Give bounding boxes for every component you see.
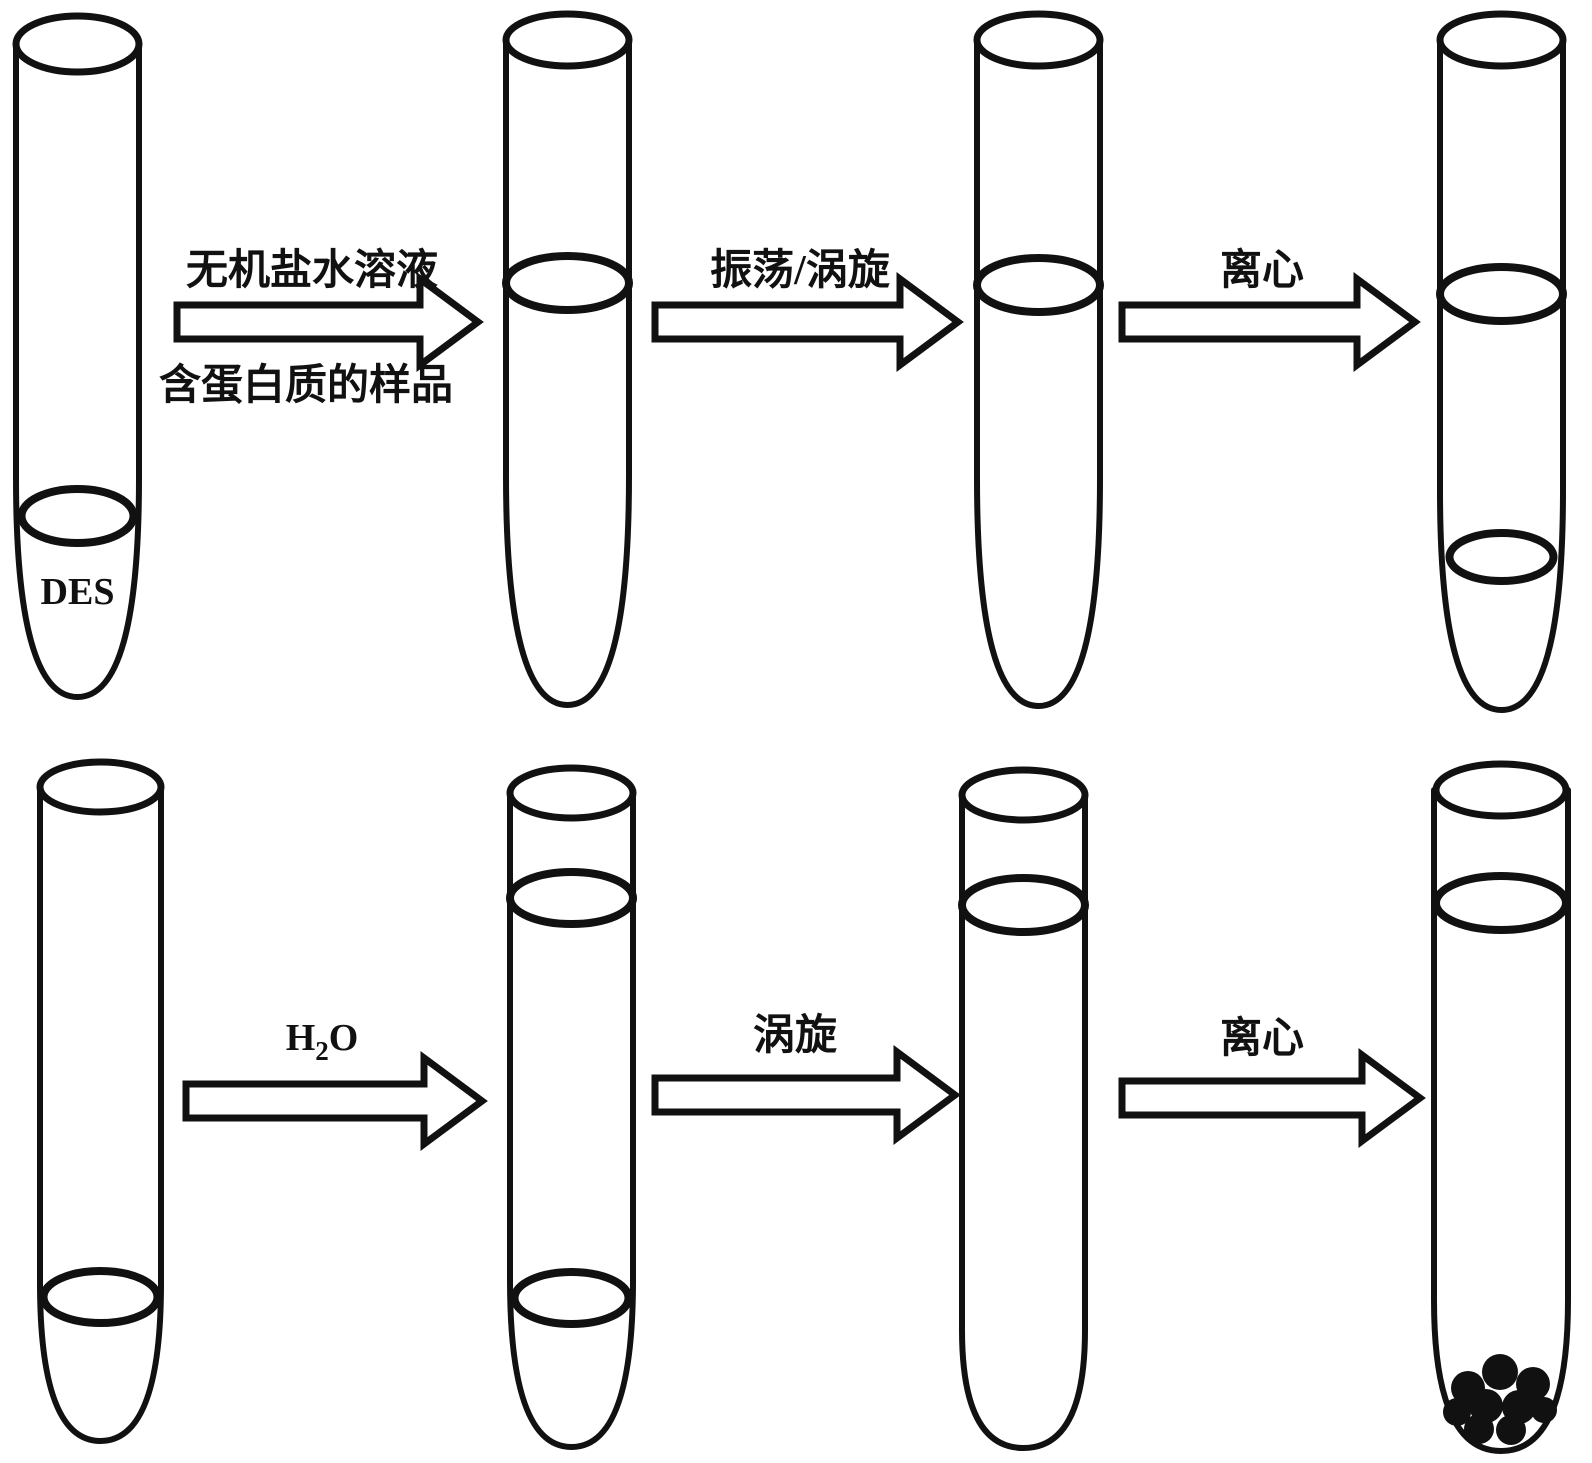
- tube-body: [507, 790, 636, 1451]
- upper-liquid-line: [1436, 263, 1567, 325]
- arrow-vortex: 涡旋: [651, 1012, 961, 1145]
- right-arrow-icon: [173, 272, 484, 372]
- tube-des: DES: [12, 12, 143, 701]
- tube-body: [503, 37, 632, 709]
- tube-body: [1437, 37, 1566, 714]
- liquid-surface-line: [958, 874, 1089, 936]
- phase-boundary-line: [1445, 529, 1558, 585]
- arrow-vortex-label: 涡旋: [753, 1012, 837, 1059]
- tube-body: [13, 41, 142, 701]
- tube-rim: [36, 758, 165, 816]
- arrow-centrifuge-2-label: 离心: [1220, 1015, 1304, 1062]
- tube-rim: [1432, 760, 1570, 820]
- liquid-surface-line: [39, 1267, 162, 1327]
- arrow-add-sample: 无机盐水溶液 含蛋白质的样品: [159, 247, 484, 409]
- liquid-surface-line: [1432, 872, 1570, 934]
- right-arrow-icon: [1118, 1048, 1426, 1148]
- arrow-centrifuge-1-label: 离心: [1220, 247, 1304, 294]
- arrow-add-sample-label-bottom: 含蛋白质的样品: [159, 362, 453, 409]
- tube-two-phases: [1436, 10, 1567, 714]
- tube-body: [959, 792, 1088, 1452]
- tube-rim: [502, 10, 633, 70]
- protein-pellet-dots: [1443, 1354, 1557, 1445]
- tube-diluted-mixed: [958, 766, 1089, 1452]
- arrow-shake-vortex-label: 振荡/涡旋: [710, 247, 890, 294]
- upper-liquid-line: [506, 868, 637, 928]
- tube-rim: [973, 10, 1104, 70]
- tube-body: [974, 37, 1103, 710]
- tube-rim: [958, 766, 1089, 824]
- liquid-surface-line: [502, 252, 633, 314]
- tube-water-added: [506, 764, 637, 1451]
- arrow-shake-vortex: 振荡/涡旋: [651, 247, 964, 372]
- arrow-add-water: H2O: [182, 1017, 488, 1151]
- tube-body: [37, 784, 164, 1445]
- tube-protein-pellet: [1431, 760, 1571, 1455]
- des-label: DES: [41, 571, 115, 613]
- tube-des-phase: [36, 758, 165, 1445]
- phase-boundary-line: [510, 1268, 633, 1328]
- tube-sample-added: [502, 10, 633, 709]
- arrow-centrifuge-1: 离心: [1118, 247, 1421, 372]
- right-arrow-icon: [182, 1051, 488, 1151]
- right-arrow-icon: [651, 272, 964, 372]
- tube-mixed: [973, 10, 1104, 710]
- tube-rim: [1436, 10, 1567, 70]
- tube-rim: [12, 12, 143, 76]
- arrow-add-sample-label-top: 无机盐水溶液: [186, 247, 438, 294]
- right-arrow-icon: [1118, 272, 1421, 372]
- arrow-add-water-label: H2O: [286, 1017, 359, 1066]
- arrow-centrifuge-2: 离心: [1118, 1015, 1426, 1148]
- liquid-surface-line: [973, 254, 1104, 316]
- right-arrow-icon: [651, 1045, 961, 1145]
- liquid-surface-line: [17, 485, 138, 547]
- tube-rim: [506, 764, 637, 822]
- tube-body: [1431, 787, 1571, 1455]
